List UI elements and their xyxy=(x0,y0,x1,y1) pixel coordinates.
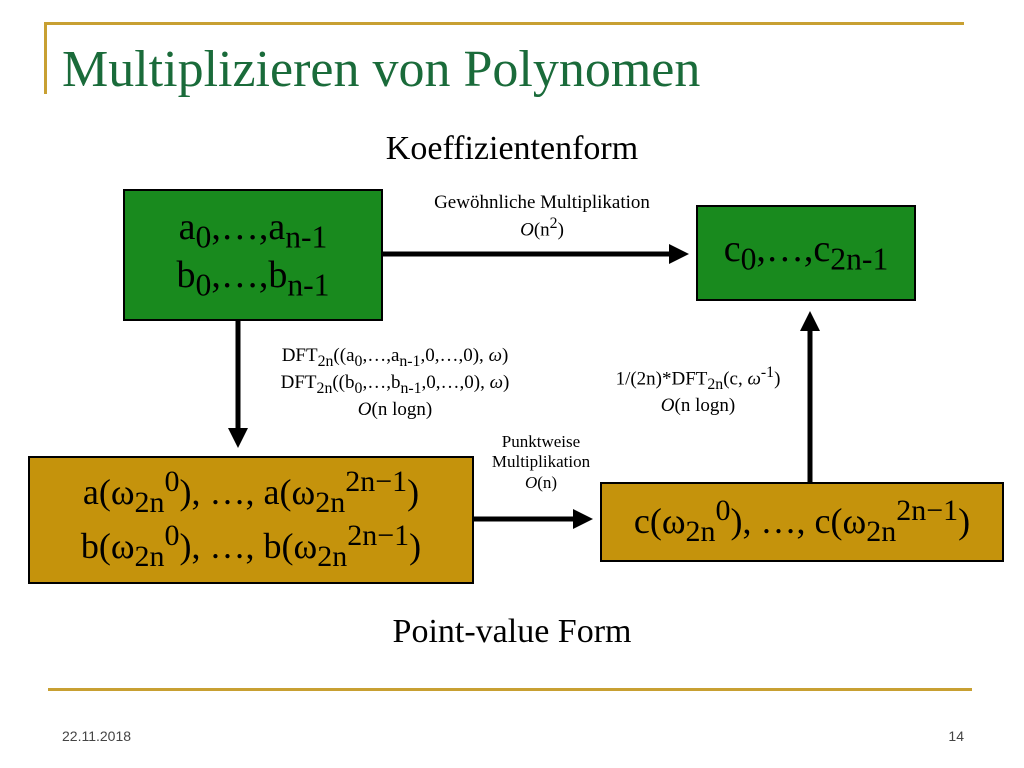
footer-rule xyxy=(48,688,972,691)
dft-label-complexity: O(n logn) xyxy=(357,398,433,420)
coefficient-c-box: c0,…,c2n-1 xyxy=(696,205,916,301)
coefficient-c-line: c0,…,c2n-1 xyxy=(723,228,889,277)
pointvalue-b-line: b(ω2n0), …, b(ω2n2n−1) xyxy=(80,519,422,574)
pointvalue-ab-box: a(ω2n0), …, a(ω2n2n−1) b(ω2n0), …, b(ω2n… xyxy=(28,456,474,584)
inverse-dft-label-formula: 1/(2n)*DFT2n(c, ω-1) xyxy=(615,364,781,394)
coefficient-ab-box: a0,…,an-1 b0,…,bn-1 xyxy=(123,189,383,321)
inverse-dft-label: 1/(2n)*DFT2n(c, ω-1) O(n logn) xyxy=(578,364,818,418)
dft-label: DFT2n((a0,…,an-1,0,…,0), ω) DFT2n((b0,…,… xyxy=(242,345,548,421)
multiply-label: Gewöhnliche Multiplikation O(n2) xyxy=(392,192,692,242)
coefficient-a-line: a0,…,an-1 xyxy=(178,206,328,255)
coefficient-b-line: b0,…,bn-1 xyxy=(176,254,330,303)
title-accent-horizontal xyxy=(44,22,964,25)
dft-label-a: DFT2n((a0,…,an-1,0,…,0), ω) xyxy=(281,345,509,370)
pointwise-label: Punktweise Multiplikation O(n) xyxy=(466,432,616,493)
page-number: 14 xyxy=(948,728,964,744)
footer-date: 22.11.2018 xyxy=(62,728,132,744)
pointwise-label-complexity: O(n) xyxy=(524,472,558,492)
inverse-dft-label-complexity: O(n logn) xyxy=(660,395,736,417)
pointwise-label-line1: Punktweise xyxy=(501,432,581,451)
pointvalue-c-line: c(ω2n0), …, c(ω2n2n−1) xyxy=(633,494,971,549)
dft-label-b: DFT2n((b0,…,bn-1,0,…,0), ω) xyxy=(280,371,510,397)
point-value-form-heading: Point-value Form xyxy=(392,613,632,650)
pointwise-label-line2: Multiplikation xyxy=(491,452,591,472)
multiply-label-title: Gewöhnliche Multiplikation xyxy=(434,192,650,213)
slide-title: Multiplizieren von Polynomen xyxy=(62,41,701,98)
coefficient-form-heading: Koeffizientenform xyxy=(385,130,639,167)
pointvalue-c-box: c(ω2n0), …, c(ω2n2n−1) xyxy=(600,482,1004,562)
multiply-label-complexity: O(n2) xyxy=(520,214,564,241)
title-accent-vertical xyxy=(44,22,47,94)
pointvalue-a-line: a(ω2n0), …, a(ω2n2n−1) xyxy=(82,465,420,520)
